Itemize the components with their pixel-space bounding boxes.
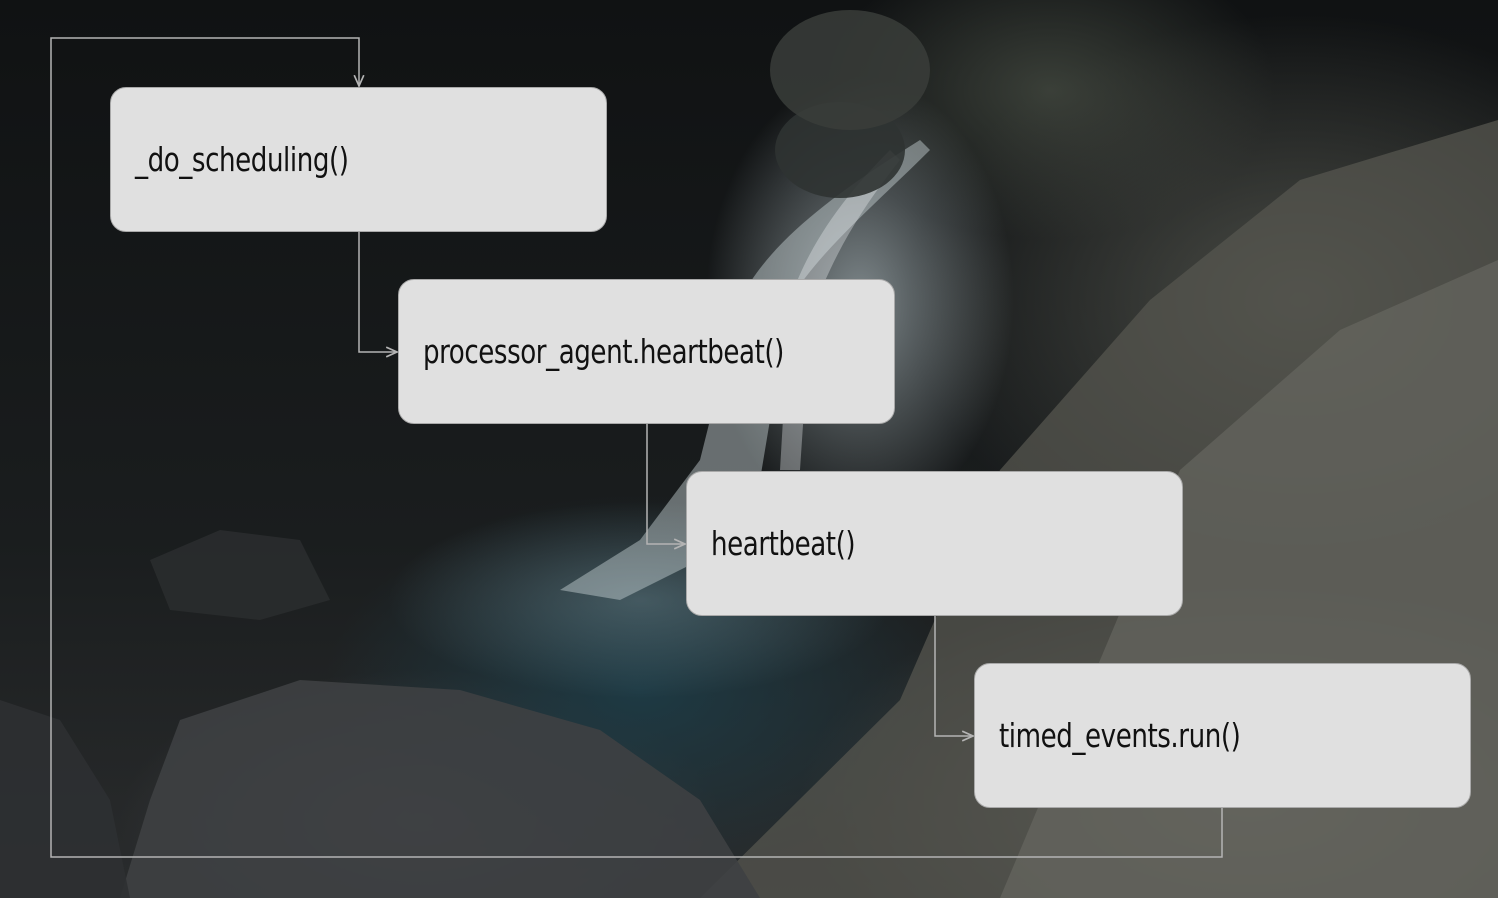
node-do-scheduling-label: _do_scheduling() xyxy=(135,140,349,179)
node-do-scheduling: _do_scheduling() xyxy=(110,87,607,232)
connector-heartbeat-to-timed-events xyxy=(934,616,973,736)
node-heartbeat: heartbeat() xyxy=(686,471,1183,616)
connector-do-scheduling-to-processor-agent xyxy=(358,232,397,352)
node-timed-events-run-label: timed_events.run() xyxy=(999,716,1241,755)
node-processor-agent-heartbeat-label: processor_agent.heartbeat() xyxy=(423,332,784,371)
node-heartbeat-label: heartbeat() xyxy=(711,524,856,563)
node-timed-events-run: timed_events.run() xyxy=(974,663,1471,808)
connector-processor-agent-to-heartbeat xyxy=(646,424,685,544)
node-processor-agent-heartbeat: processor_agent.heartbeat() xyxy=(398,279,895,424)
connector-timed-events-loop-back-to-do-scheduling xyxy=(50,37,1223,858)
